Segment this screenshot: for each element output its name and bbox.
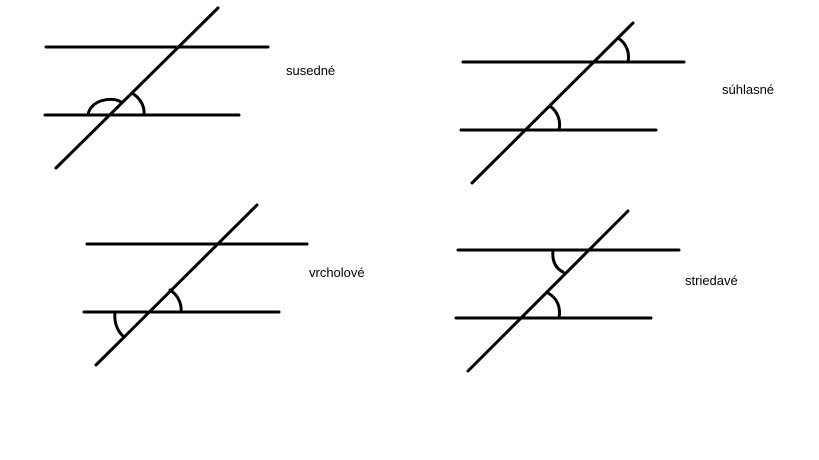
transversal-line	[94, 203, 259, 367]
transversal-line	[470, 21, 635, 185]
figure-corresponding-angles	[459, 21, 686, 185]
label-corresponding: súhlasné	[722, 82, 775, 97]
figure-alternate-angles	[454, 209, 681, 373]
angle-arc-left	[86, 97, 123, 117]
angle-arc-left	[113, 310, 126, 339]
figure-adjacent-angles	[43, 6, 270, 170]
label-vertical: vrcholové	[309, 265, 365, 280]
transversal-line	[54, 6, 220, 170]
angle-arc-top	[616, 36, 630, 64]
angle-arc-bottom	[546, 291, 561, 320]
transversal-line	[466, 209, 630, 373]
angle-arc-right	[168, 288, 183, 314]
angle-arc-top	[551, 248, 565, 274]
angle-arc-bottom	[548, 104, 562, 132]
angle-arc-right	[130, 91, 146, 117]
figure-vertical-angles	[82, 203, 309, 367]
label-alternate: striedavé	[685, 273, 738, 288]
label-adjacent: susedné	[286, 63, 336, 78]
